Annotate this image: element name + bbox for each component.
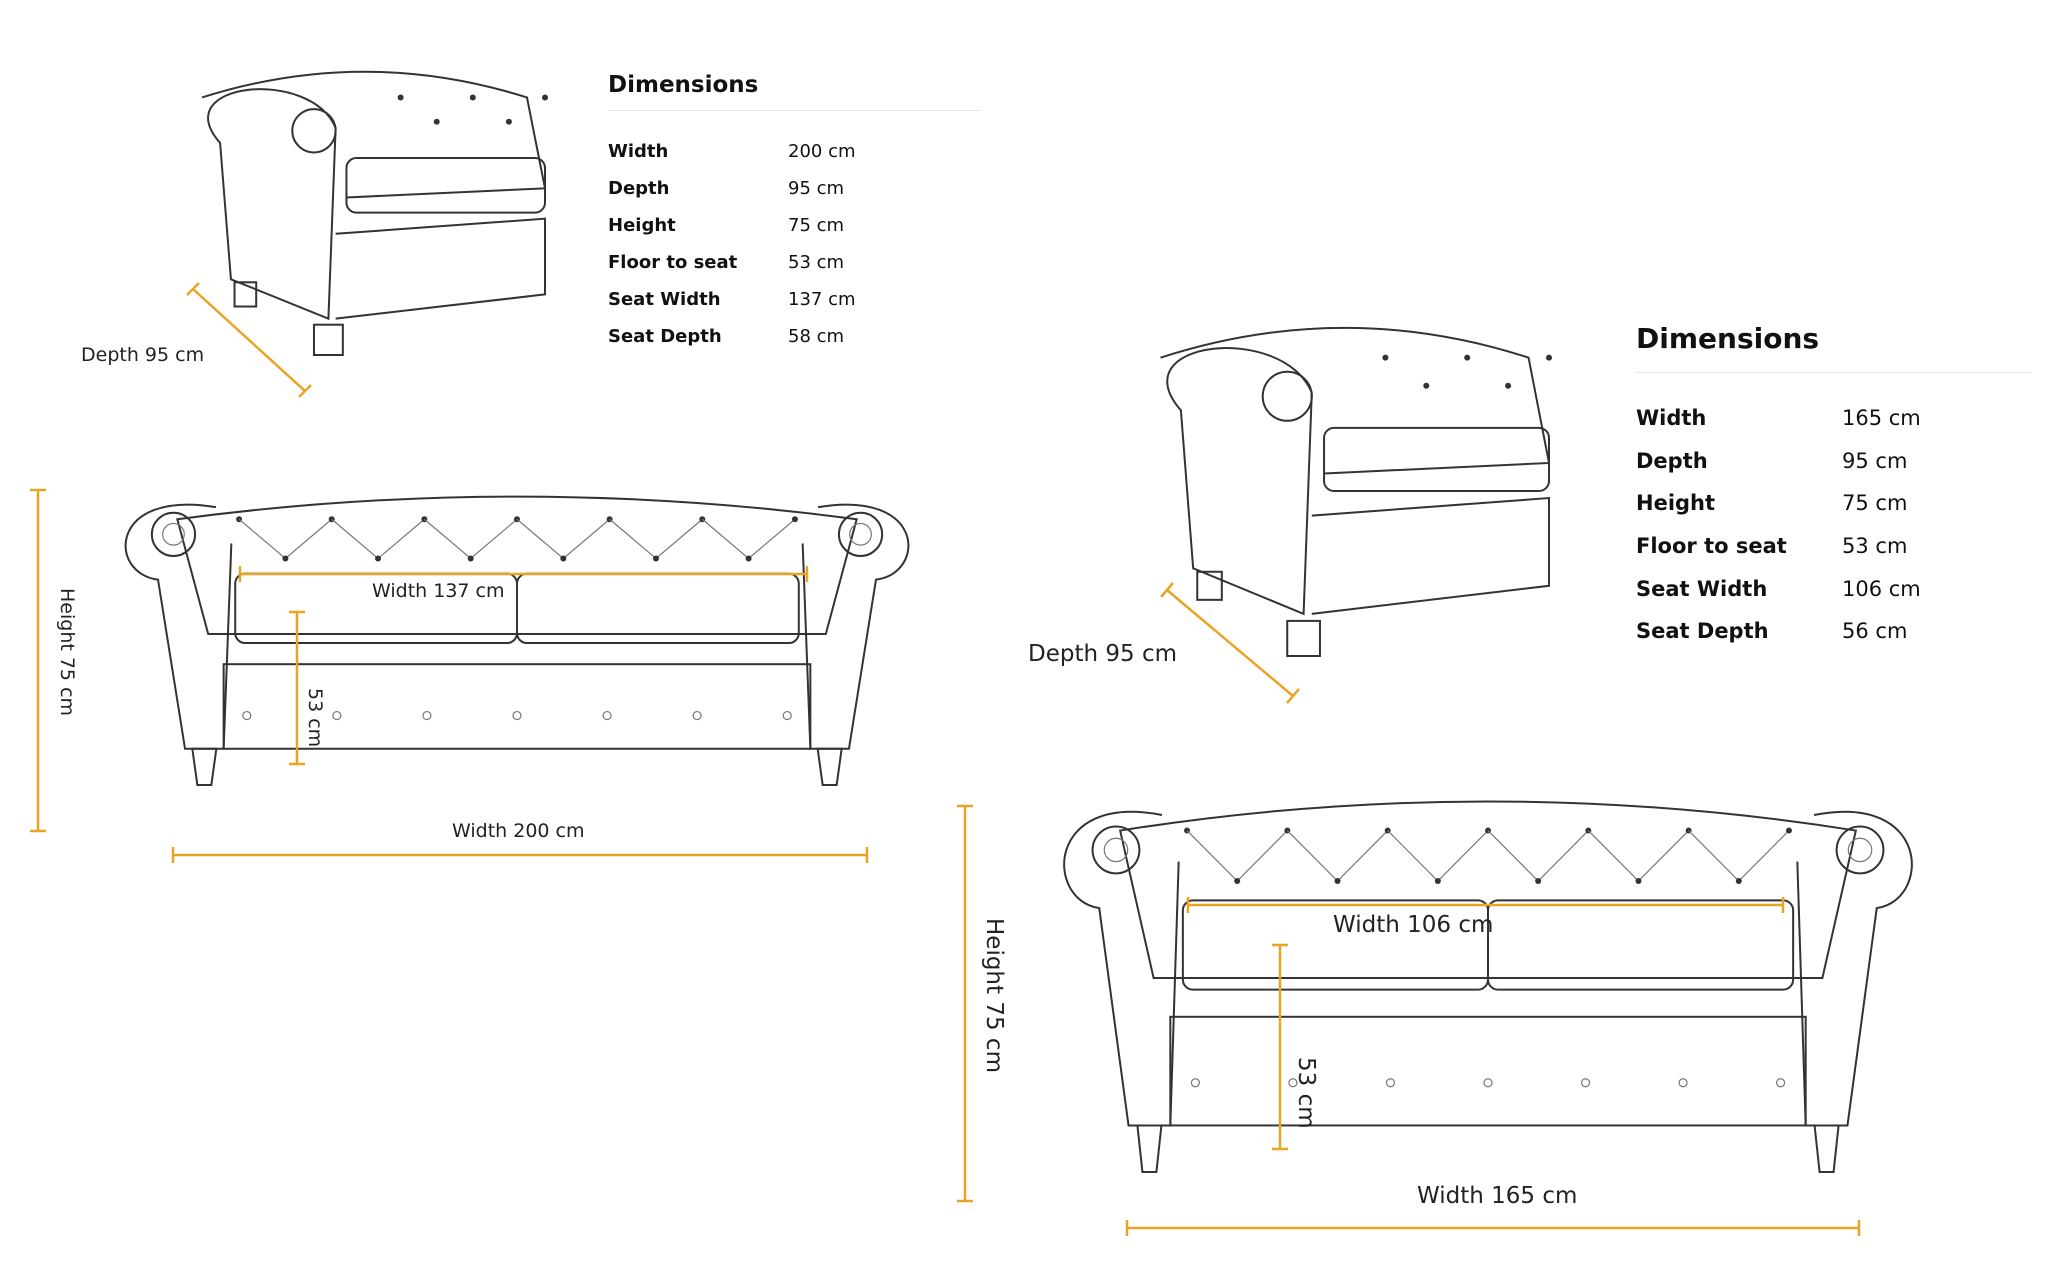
dimension-label: Seat Width <box>1636 576 1768 601</box>
dimension-value: 137 cm <box>788 289 856 310</box>
height-line-3-seater <box>30 488 46 833</box>
dimension-label: Seat Width <box>608 289 721 310</box>
dimension-value: 56 cm <box>1842 619 1908 644</box>
dimensions-title: Dimensions <box>608 72 759 98</box>
seat-width-line-3-seater <box>238 566 809 582</box>
dimension-value: 75 cm <box>788 215 845 236</box>
dimension-label: Seat Depth <box>1636 619 1769 644</box>
dimension-label: Width <box>608 141 669 162</box>
dimension-value: 53 cm <box>788 252 845 273</box>
dimension-label: Depth <box>1636 448 1708 473</box>
width-line-2-seater <box>1125 1220 1861 1236</box>
height-line-2-seater <box>957 804 973 1203</box>
sofa-2-seater-side-sketch <box>1160 326 1552 658</box>
dimension-row: Height 75 cm <box>608 207 980 244</box>
dimension-label: Depth <box>608 178 670 199</box>
dimension-row: Width 165 cm <box>1636 397 2032 440</box>
depth-label-2-seater: Depth 95 cm <box>1028 641 1177 667</box>
dimension-row: Width 200 cm <box>608 133 980 170</box>
width-label-3-seater: Width 200 cm <box>452 820 585 842</box>
divider <box>608 110 980 111</box>
dimension-row: Seat Width 106 cm <box>1636 567 2032 610</box>
floor-to-seat-label-2-seater: 53 cm <box>1293 1057 1319 1129</box>
dimension-row: Seat Width 137 cm <box>608 281 980 318</box>
dimension-label: Floor to seat <box>608 252 738 273</box>
dimension-label: Height <box>1636 491 1716 516</box>
floor-to-seat-label-3-seater: 53 cm <box>304 688 326 747</box>
dimensions-table-2-seater: Dimensions Width 165 cm Depth 95 cm Height 75… <box>1636 322 2032 653</box>
width-line-3-seater <box>171 847 869 863</box>
seat-width-label-2-seater: Width 106 cm <box>1333 912 1493 938</box>
dimension-label: Floor to seat <box>1636 534 1787 559</box>
dimension-row: Depth 95 cm <box>608 170 980 207</box>
dimension-row: Height 75 cm <box>1636 482 2032 525</box>
floor-to-seat-line-3-seater <box>289 610 305 766</box>
seat-width-line-2-seater <box>1186 897 1785 913</box>
dimension-label: Width <box>1636 406 1707 431</box>
dimension-row: Seat Depth 56 cm <box>1636 610 2032 653</box>
height-label-2-seater: Height 75 cm <box>981 918 1007 1073</box>
dimension-row: Floor to seat 53 cm <box>1636 525 2032 568</box>
divider <box>1636 372 2032 373</box>
height-label-3-seater: Height 75 cm <box>56 588 78 716</box>
depth-line-3-seater <box>186 282 312 398</box>
sofa-3-seater-front-sketch <box>124 495 910 786</box>
seat-width-label-3-seater: Width 137 cm <box>372 580 505 602</box>
dimension-value: 75 cm <box>1842 491 1908 516</box>
dimension-value: 58 cm <box>788 326 845 347</box>
dimension-value: 200 cm <box>788 141 856 162</box>
dimension-value: 165 cm <box>1842 406 1921 431</box>
dimension-value: 95 cm <box>1842 448 1908 473</box>
dimension-row: Floor to seat 53 cm <box>608 244 980 281</box>
dimension-value: 53 cm <box>1842 534 1908 559</box>
sofa-2-seater-front-sketch <box>1063 800 1913 1173</box>
dimension-row: Depth 95 cm <box>1636 440 2032 483</box>
depth-label-3-seater: Depth 95 cm <box>81 344 204 366</box>
sofa-3-seater-side-sketch <box>201 70 548 357</box>
dimension-label: Seat Depth <box>608 326 722 347</box>
width-label-2-seater: Width 165 cm <box>1417 1183 1577 1209</box>
dimension-value: 106 cm <box>1842 576 1921 601</box>
dimension-row: Seat Depth 58 cm <box>608 318 980 355</box>
dimensions-table-3-seater: Dimensions Width 200 cm Depth 95 cm Height 75… <box>608 72 980 355</box>
floor-to-seat-line-2-seater <box>1272 943 1288 1151</box>
depth-line-2-seater <box>1160 582 1300 704</box>
dimension-value: 95 cm <box>788 178 845 199</box>
dimensions-title: Dimensions <box>1636 322 1820 355</box>
dimension-label: Height <box>608 215 676 236</box>
